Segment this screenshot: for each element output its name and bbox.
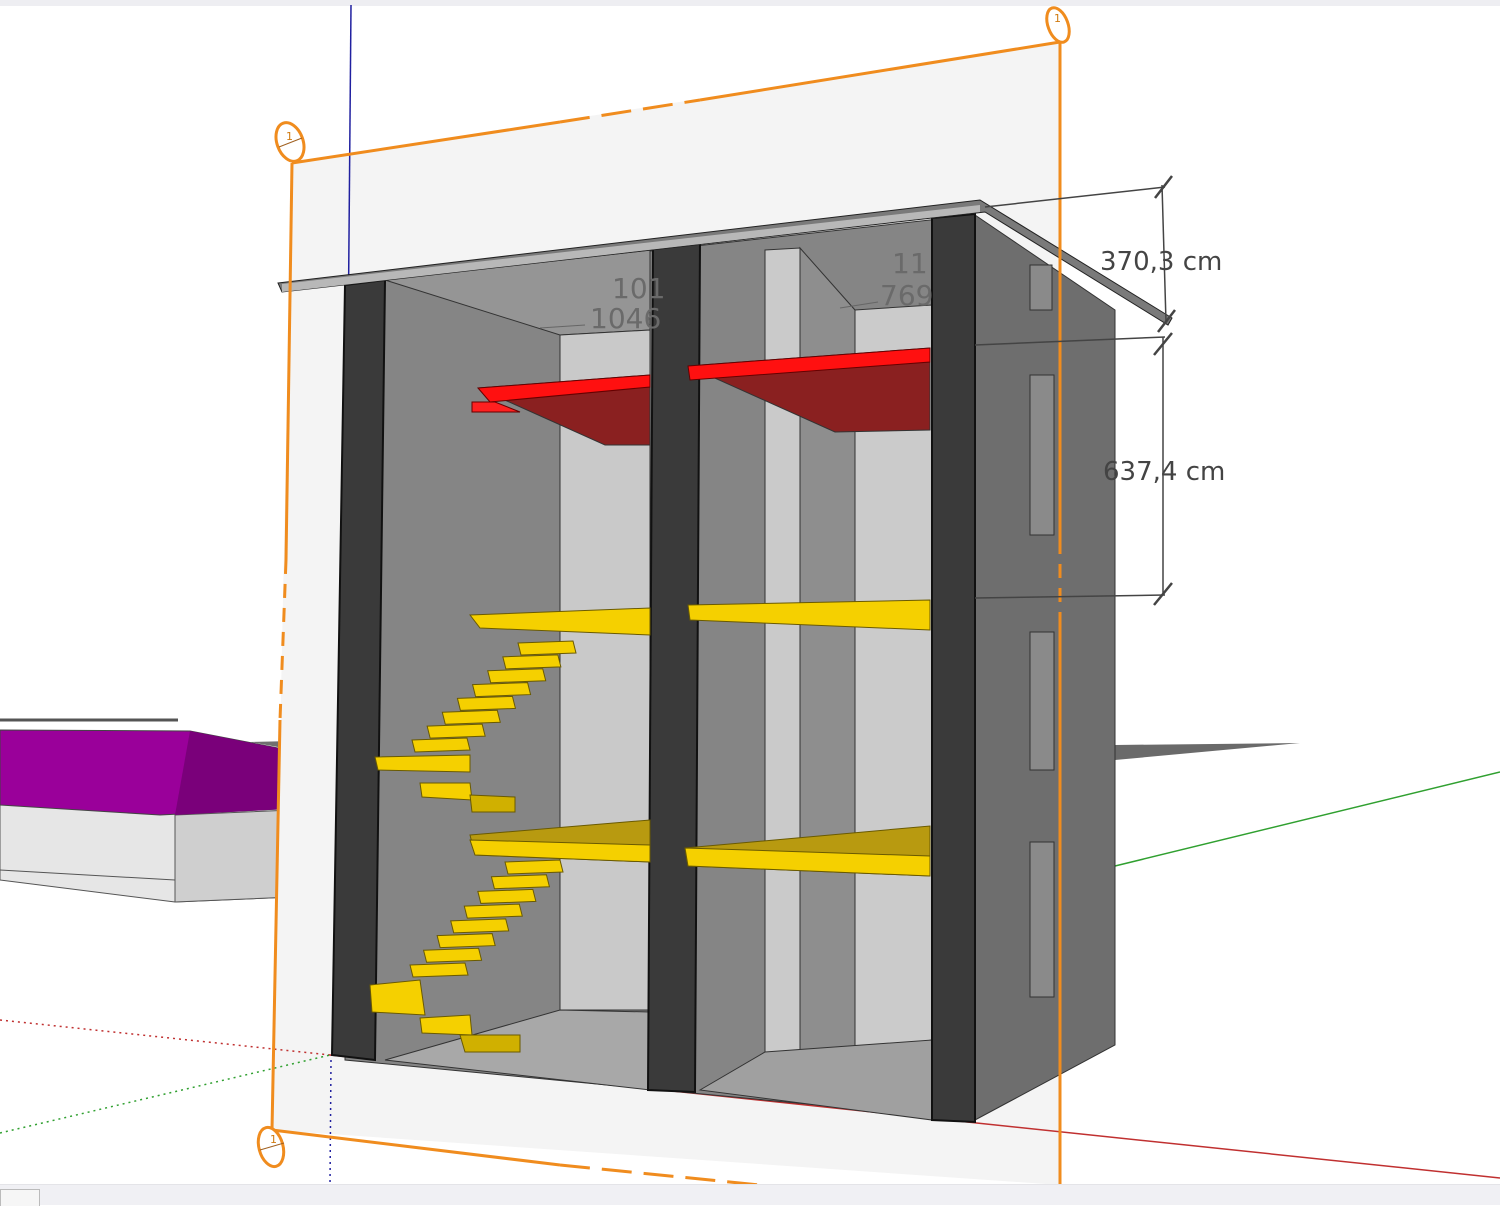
stair-step — [436, 933, 496, 949]
stair-step — [463, 903, 523, 919]
stair-step — [471, 682, 532, 698]
stair-step — [411, 737, 471, 753]
building-model[interactable] — [277, 199, 1173, 1124]
stair-step — [517, 640, 577, 656]
scene-tab[interactable] — [0, 1189, 40, 1206]
svg-text:769: 769 — [880, 279, 933, 312]
dimension-637[interactable]: 637,4 cm — [974, 332, 1225, 606]
section-marker-top-left[interactable]: 1 — [271, 119, 309, 165]
section-plane-outline — [270, 40, 1062, 1187]
stair-step — [490, 874, 551, 890]
stair-step — [422, 947, 483, 963]
stair-steps — [409, 640, 577, 978]
svg-text:1: 1 — [1054, 12, 1061, 25]
stair-step — [450, 918, 510, 934]
stair-step — [502, 654, 562, 670]
section-marker-top-right[interactable]: 1 — [1042, 5, 1073, 46]
staircase[interactable] — [369, 754, 521, 1053]
top-toolbar-edge — [0, 0, 1500, 6]
svg-text:101: 101 — [612, 272, 665, 305]
svg-text:1: 1 — [286, 130, 293, 143]
axis-green-negative — [0, 1054, 331, 1134]
windows — [1029, 264, 1055, 998]
ghost-labels: 101 1046 11 769 — [539, 247, 933, 335]
stair-step — [487, 668, 547, 684]
status-bar — [0, 1184, 1500, 1206]
svg-text:1046: 1046 — [590, 302, 661, 335]
svg-text:1: 1 — [270, 1133, 277, 1146]
dimension-370[interactable]: 370,3 cm — [984, 175, 1222, 333]
ground-shadow — [1115, 743, 1300, 760]
red-slabs[interactable] — [471, 347, 931, 446]
yellow-slabs[interactable] — [469, 599, 931, 877]
stair-step — [456, 695, 517, 711]
svg-text:11: 11 — [892, 247, 928, 280]
svg-text:370,3 cm: 370,3 cm — [1100, 247, 1222, 277]
svg-text:637,4 cm: 637,4 cm — [1103, 457, 1225, 487]
axis-green — [1114, 771, 1500, 867]
stair-step — [441, 709, 501, 725]
stair-step — [426, 723, 486, 739]
stair-step — [409, 962, 469, 978]
stair-step — [477, 888, 537, 904]
section-marker-bottom-left[interactable]: 1 — [254, 1125, 288, 1170]
roof-edge — [282, 205, 980, 292]
stair-step — [504, 859, 564, 875]
column-right — [931, 212, 976, 1124]
